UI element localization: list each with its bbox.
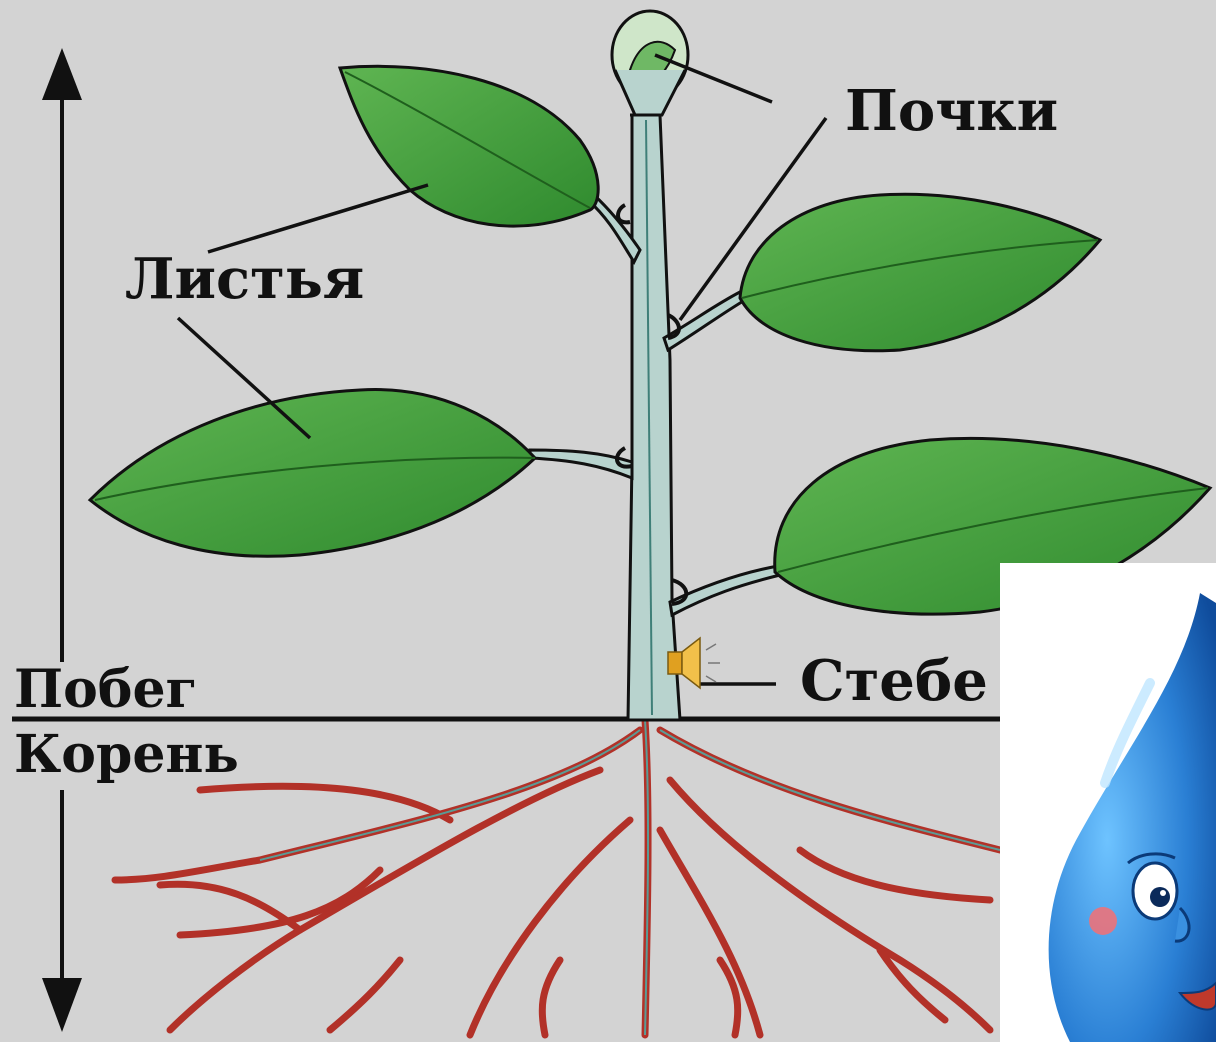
water-drop-mascot xyxy=(1000,563,1216,1042)
roots xyxy=(115,720,1000,1035)
leaf-top-left xyxy=(340,66,598,226)
leaf-right-upper xyxy=(740,194,1100,351)
axis-arrow xyxy=(42,48,82,1032)
label-leaves: Листья xyxy=(125,246,364,312)
stem xyxy=(628,115,680,720)
label-buds: Почки xyxy=(845,78,1058,144)
label-shoot: Побег xyxy=(14,659,197,720)
label-root: Корень xyxy=(14,724,239,785)
water-drop-card xyxy=(1000,563,1216,1042)
label-stem: Стебе xyxy=(800,648,988,714)
leaf-left xyxy=(90,390,535,557)
